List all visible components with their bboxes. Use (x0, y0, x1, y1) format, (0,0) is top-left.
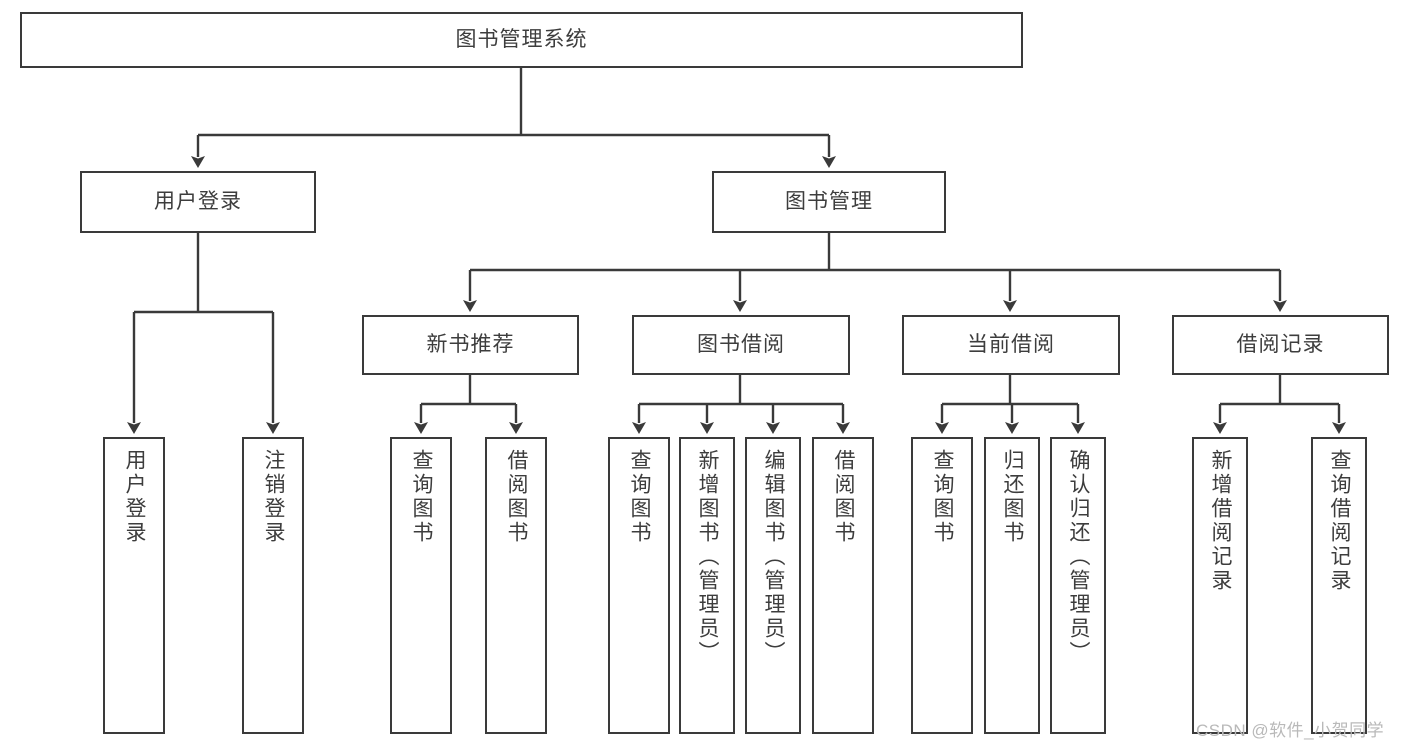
node-label: 图书借阅 (697, 333, 785, 357)
node-book-management[interactable]: 图书管理 (712, 171, 946, 233)
leaf-node[interactable]: 新增借阅记录 (1192, 437, 1248, 734)
leaf-node[interactable]: 编辑图书（管理员） (745, 437, 801, 734)
node-label: 新书推荐 (426, 333, 515, 357)
leaf-label: 查询借阅记录 (1328, 449, 1352, 593)
node-label: 当前借阅 (967, 333, 1055, 357)
leaf-node[interactable]: 查询图书 (608, 437, 670, 734)
leaf-node[interactable]: 确认归还（管理员） (1050, 437, 1106, 734)
node-new-book-recommendation[interactable]: 新书推荐 (362, 315, 579, 375)
leaf-label: 确认归还（管理员） (1067, 449, 1091, 665)
leaf-label: 新增借阅记录 (1209, 449, 1233, 593)
leaf-label: 查询图书 (931, 449, 955, 545)
leaf-node[interactable]: 用户登录 (103, 437, 165, 734)
leaf-label: 借阅图书 (832, 449, 856, 545)
leaf-label: 归还图书 (1001, 449, 1025, 545)
leaf-node[interactable]: 查询借阅记录 (1311, 437, 1367, 734)
leaf-label: 注销登录 (262, 449, 286, 545)
node-borrowing-records[interactable]: 借阅记录 (1172, 315, 1389, 375)
leaf-node[interactable]: 查询图书 (390, 437, 452, 734)
node-label: 借阅记录 (1236, 333, 1325, 357)
node-book-borrowing[interactable]: 图书借阅 (632, 315, 850, 375)
leaf-node[interactable]: 借阅图书 (485, 437, 547, 734)
leaf-label: 新增图书（管理员） (696, 449, 720, 665)
node-root-book-management-system[interactable]: 图书管理系统 (20, 12, 1023, 68)
node-current-borrowing[interactable]: 当前借阅 (902, 315, 1120, 375)
leaf-label: 查询图书 (628, 449, 652, 545)
node-label: 图书管理系统 (455, 28, 588, 52)
leaf-node[interactable]: 注销登录 (242, 437, 304, 734)
node-label: 图书管理 (785, 190, 873, 214)
leaf-node[interactable]: 查询图书 (911, 437, 973, 734)
leaf-node[interactable]: 借阅图书 (812, 437, 874, 734)
node-label: 用户登录 (154, 190, 242, 214)
leaf-node[interactable]: 新增图书（管理员） (679, 437, 735, 734)
leaf-label: 用户登录 (123, 449, 147, 545)
leaf-node[interactable]: 归还图书 (984, 437, 1040, 734)
leaf-label: 编辑图书（管理员） (762, 449, 786, 665)
leaf-label: 查询图书 (410, 449, 434, 545)
csdn-watermark: CSDN @软件_小贺同学 (1196, 721, 1385, 740)
leaf-label: 借阅图书 (505, 449, 529, 545)
node-user-login[interactable]: 用户登录 (80, 171, 316, 233)
